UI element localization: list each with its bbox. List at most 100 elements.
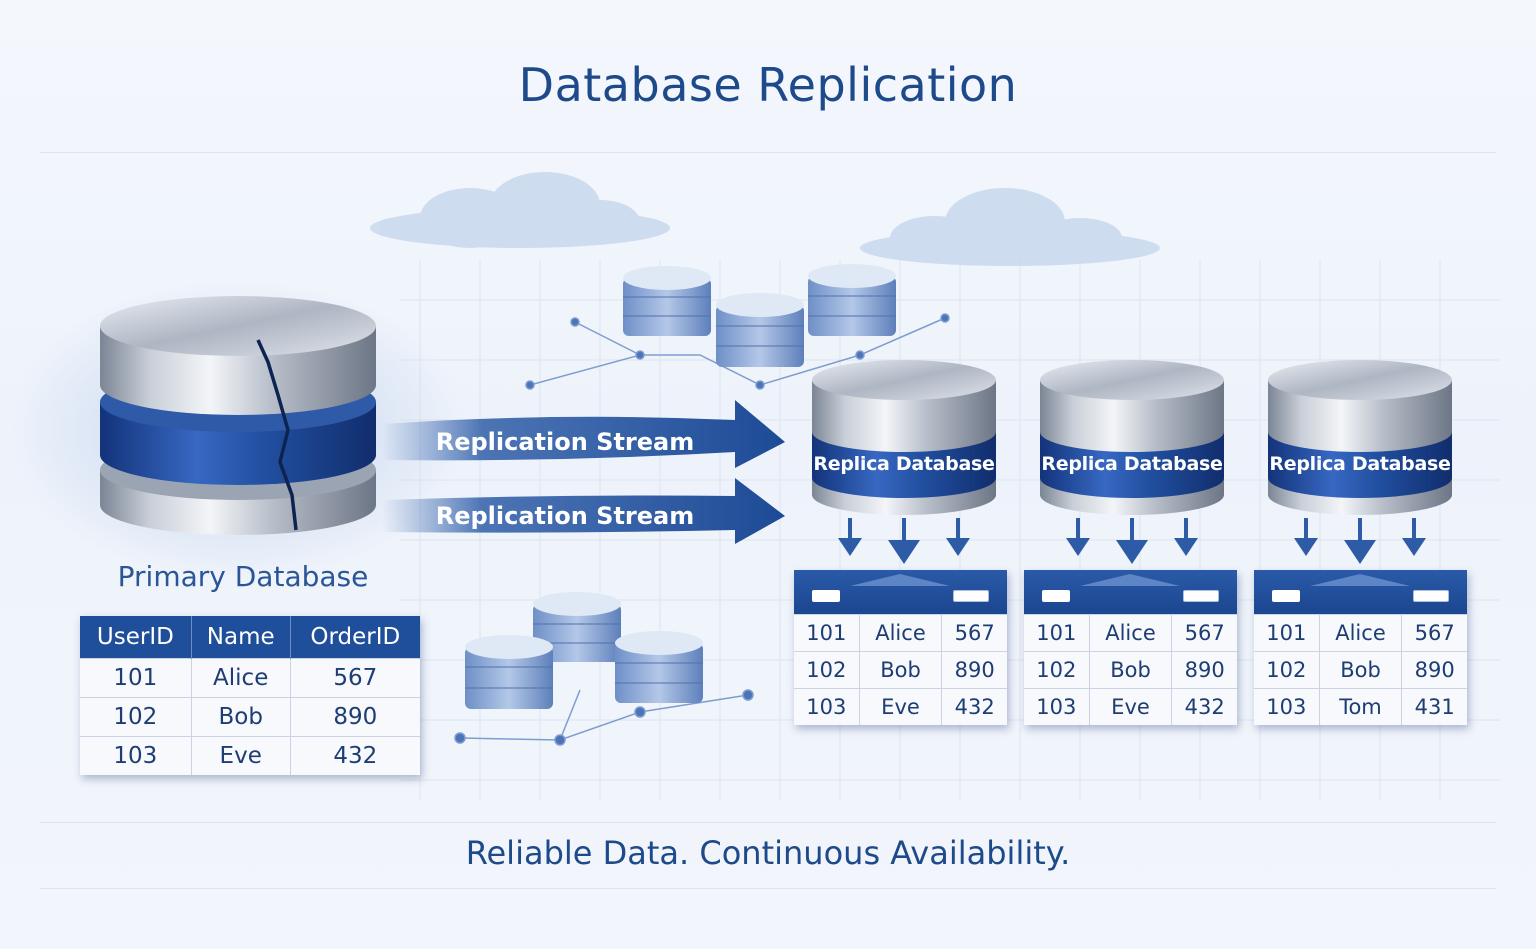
table-cell: 431 bbox=[1401, 688, 1467, 725]
diagram-title: Database Replication bbox=[518, 58, 1018, 112]
primary-database-cylinder-icon bbox=[100, 296, 376, 535]
table-cell: 101 bbox=[1254, 614, 1320, 652]
table-cell: Alice bbox=[859, 614, 943, 652]
table-row: 103 Eve 432 bbox=[794, 688, 1007, 725]
primary-database-label: Primary Database bbox=[117, 560, 369, 593]
table-row: 102 Bob 890 bbox=[794, 651, 1007, 689]
upper-network bbox=[525, 313, 950, 390]
server-block-icon bbox=[465, 635, 553, 709]
replica-database-label: Replica Database bbox=[1041, 453, 1223, 475]
table-row: 102 Bob 890 bbox=[1024, 651, 1237, 689]
window-chip-icon bbox=[1042, 590, 1070, 602]
replication-stream-arrow-icon bbox=[382, 400, 785, 468]
window-chip-icon bbox=[812, 590, 840, 602]
table-cell: 103 bbox=[80, 736, 192, 775]
table-cell: Eve bbox=[1089, 688, 1173, 725]
table-cell: 567 bbox=[1171, 614, 1237, 652]
table-cell: Alice bbox=[1319, 614, 1403, 652]
cloud-icon bbox=[860, 188, 1160, 266]
footer-divider-bottom bbox=[40, 888, 1496, 889]
table-cell: 103 bbox=[1254, 688, 1320, 725]
table-row: 103 Tom 431 bbox=[1254, 688, 1467, 725]
table-row: 101 Alice 567 bbox=[1024, 614, 1237, 652]
window-bar-icon bbox=[1413, 590, 1449, 602]
table-row: 103 Eve 432 bbox=[80, 736, 420, 775]
replica-database-label: Replica Database bbox=[1269, 453, 1451, 475]
table-row: 102 Bob 890 bbox=[1254, 651, 1467, 689]
table-cell: 101 bbox=[80, 658, 192, 698]
footer-divider-top bbox=[40, 822, 1496, 823]
table-cell: Eve bbox=[191, 736, 291, 775]
table-cell: 890 bbox=[1401, 651, 1467, 689]
window-bar-icon bbox=[1183, 590, 1219, 602]
table-cell: 890 bbox=[941, 651, 1007, 689]
table-cell: 102 bbox=[1254, 651, 1320, 689]
table-cell: Alice bbox=[191, 658, 291, 698]
table-row: 102 Bob 890 bbox=[80, 697, 420, 737]
replica-database-cylinder-icon bbox=[812, 360, 996, 515]
replication-stream-label: Replication Stream bbox=[435, 502, 695, 530]
table-cell: 432 bbox=[941, 688, 1007, 725]
arrow-down-icon bbox=[1066, 518, 1198, 564]
header-triangle-icon bbox=[850, 574, 950, 586]
replication-stream-arrow-icon bbox=[382, 478, 785, 544]
replica-data-table: 101 Alice 567 102 Bob 890 103 Tom 431 bbox=[1254, 570, 1467, 725]
table-cell: 102 bbox=[1024, 651, 1090, 689]
replica-database-label: Replica Database bbox=[813, 453, 995, 475]
title-divider bbox=[40, 152, 1496, 153]
table-cell: 432 bbox=[290, 736, 420, 775]
table-cell: 101 bbox=[794, 614, 860, 652]
column-header: Name bbox=[191, 616, 291, 659]
table-cell: 101 bbox=[1024, 614, 1090, 652]
cloud-icon bbox=[370, 172, 670, 248]
table-cell: Bob bbox=[859, 651, 943, 689]
tagline: Reliable Data. Continuous Availability. bbox=[465, 834, 1071, 872]
replica-database-cylinder-icon bbox=[1268, 360, 1452, 515]
server-block-icon bbox=[716, 293, 804, 367]
replica-table-header bbox=[794, 570, 1007, 614]
table-cell: 890 bbox=[1171, 651, 1237, 689]
window-chip-icon bbox=[1272, 590, 1300, 602]
header-triangle-icon bbox=[1080, 574, 1180, 586]
header-triangle-icon bbox=[1310, 574, 1410, 586]
column-header: OrderID bbox=[290, 616, 420, 659]
table-cell: 102 bbox=[80, 697, 192, 737]
replica-data-table: 101 Alice 567 102 Bob 890 103 Eve 432 bbox=[1024, 570, 1237, 725]
server-block-icon bbox=[533, 592, 621, 662]
table-header-row: UserID Name OrderID bbox=[80, 616, 420, 659]
table-cell: Bob bbox=[1089, 651, 1173, 689]
server-block-icon bbox=[808, 264, 896, 336]
table-cell: 567 bbox=[290, 658, 420, 698]
table-cell: Tom bbox=[1319, 688, 1403, 725]
lower-network bbox=[454, 689, 754, 746]
table-cell: Eve bbox=[859, 688, 943, 725]
arrow-down-icon bbox=[1294, 518, 1426, 564]
replica-table-header bbox=[1024, 570, 1237, 614]
table-row: 101 Alice 567 bbox=[1254, 614, 1467, 652]
table-cell: Bob bbox=[1319, 651, 1403, 689]
table-row: 101 Alice 567 bbox=[80, 658, 420, 698]
table-cell: Alice bbox=[1089, 614, 1173, 652]
server-block-icon bbox=[623, 266, 711, 336]
column-header: UserID bbox=[80, 616, 192, 659]
primary-data-table: UserID Name OrderID 101 Alice 567 102 Bo… bbox=[80, 616, 420, 775]
replica-database-cylinder-icon bbox=[1040, 360, 1224, 515]
table-row: 101 Alice 567 bbox=[794, 614, 1007, 652]
window-bar-icon bbox=[953, 590, 989, 602]
table-cell: 103 bbox=[794, 688, 860, 725]
table-cell: 102 bbox=[794, 651, 860, 689]
table-cell: 890 bbox=[290, 697, 420, 737]
table-row: 103 Eve 432 bbox=[1024, 688, 1237, 725]
arrow-down-icon bbox=[838, 518, 970, 564]
replica-table-header bbox=[1254, 570, 1467, 614]
replication-stream-label: Replication Stream bbox=[435, 428, 695, 456]
server-block-icon bbox=[615, 631, 703, 703]
table-cell: 432 bbox=[1171, 688, 1237, 725]
table-cell: 103 bbox=[1024, 688, 1090, 725]
replica-data-table: 101 Alice 567 102 Bob 890 103 Eve 432 bbox=[794, 570, 1007, 725]
table-cell: 567 bbox=[1401, 614, 1467, 652]
table-cell: 567 bbox=[941, 614, 1007, 652]
table-cell: Bob bbox=[191, 697, 291, 737]
